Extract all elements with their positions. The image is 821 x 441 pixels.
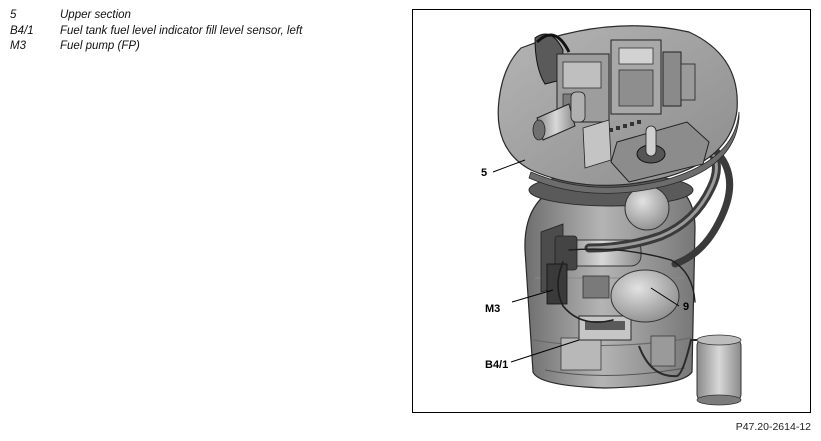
callout-upper-section: 5 xyxy=(481,167,487,179)
legend-description: Fuel tank fuel level indicator fill leve… xyxy=(60,24,303,37)
legend-item: 5 Upper section xyxy=(10,8,302,24)
callout-leaders xyxy=(492,159,680,363)
legend-code: B4/1 xyxy=(10,24,34,37)
fuel-pump-drawing: 5 M3 9 B4/1 xyxy=(481,25,742,406)
legend-description: Upper section xyxy=(60,9,131,21)
level-sensor-float xyxy=(638,334,742,406)
fuel-hoses xyxy=(557,137,734,323)
callout-fuel-pump: M3 xyxy=(485,303,500,315)
legend-code: M3 xyxy=(10,40,26,52)
legend-item: B4/1 Fuel tank fuel level indicator fill… xyxy=(10,24,302,40)
fuel-pump-component xyxy=(546,185,680,323)
callout-level-sensor: B4/1 xyxy=(485,359,508,371)
figure-id: P47.20-2614-12 xyxy=(735,421,811,433)
callout-item-9: 9 xyxy=(683,301,689,313)
legend-description: Fuel pump (FP) xyxy=(60,40,140,52)
upper-section-plate xyxy=(497,25,740,194)
fuel-pump-illustration: 5 M3 9 B4/1 xyxy=(412,9,811,413)
legend-list: 5 Upper section B4/1 Fuel tank fuel leve… xyxy=(10,8,302,55)
legend-item: M3 Fuel pump (FP) xyxy=(10,39,302,55)
legend-code: 5 xyxy=(10,9,17,21)
